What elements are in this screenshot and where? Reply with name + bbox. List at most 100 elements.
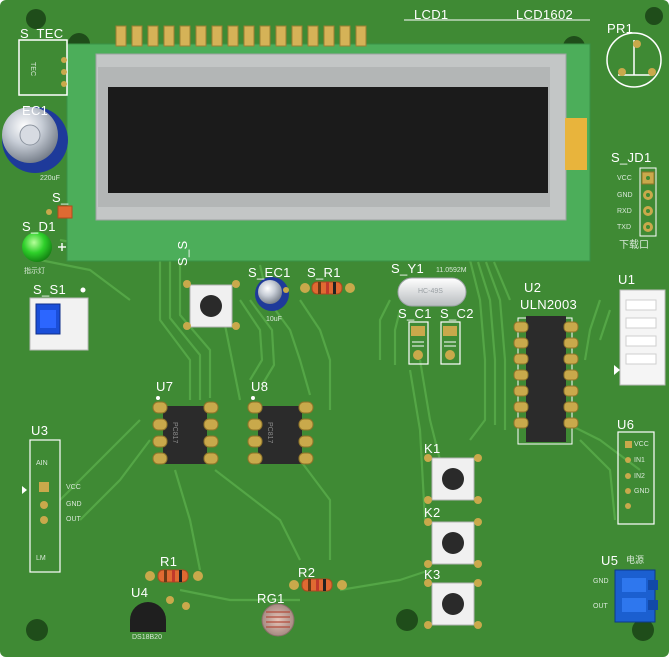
crystal-body-text: HC-49S	[418, 288, 443, 295]
label-u6: U6	[617, 417, 635, 432]
u5-caption: 电源	[626, 555, 645, 565]
u1-connector[interactable]	[614, 289, 666, 386]
label-r1: R1	[160, 554, 178, 569]
label-k1: K1	[424, 441, 441, 456]
u7-optocoupler	[152, 396, 219, 465]
label-uln2003: ULN2003	[520, 297, 578, 312]
lcd-header-pin	[227, 25, 239, 47]
s-y1-crystal	[397, 277, 467, 307]
tec-body-text: TEC	[29, 62, 36, 76]
label-lcd1: LCD1	[414, 7, 449, 22]
label-u8: U8	[251, 379, 269, 394]
label-s-tec: S_TEC	[20, 26, 64, 41]
label-u2: U2	[524, 280, 542, 295]
k1-button[interactable]	[424, 454, 482, 504]
u4-caption: DS18B20	[132, 634, 162, 641]
lcd-header-pin	[163, 25, 175, 47]
copper-traces	[39, 238, 641, 602]
u8-optocoupler	[247, 396, 314, 465]
k3-button[interactable]	[424, 579, 482, 629]
lcd-header-pin	[259, 25, 271, 47]
mounting-hole-icon	[26, 9, 46, 29]
label-k3: K3	[424, 567, 441, 582]
u6-pin-in1: IN1	[634, 457, 645, 464]
mounting-hole-icon	[632, 619, 654, 641]
u3-pin-gnd: GND	[66, 501, 82, 508]
r1-resistor	[145, 569, 203, 583]
s-jd1-header[interactable]	[639, 167, 657, 237]
label-s-ec1: S_EC1	[248, 265, 291, 280]
label-s-c1: S_C1	[398, 306, 432, 321]
label-s-jd1: S_JD1	[611, 150, 652, 165]
label-u3: U3	[31, 423, 49, 438]
s-ec1-capacitor	[255, 277, 289, 311]
k2-button[interactable]	[424, 518, 482, 568]
mounting-hole-icon	[396, 609, 418, 631]
label-u7: U7	[156, 379, 174, 394]
crystal-frequency: 11.0592M	[436, 267, 467, 274]
label-u5: U5	[601, 553, 619, 568]
lcd-header-pin	[307, 25, 319, 47]
s-tec-module	[18, 39, 68, 96]
label-s-s: S_S	[175, 240, 190, 266]
label-ec1: EC1	[22, 103, 49, 118]
pot-outline-icon	[606, 32, 662, 88]
label-pr1: PR1	[607, 21, 634, 36]
u3-bottom-text: LM	[36, 555, 46, 562]
s-c1-capacitor	[408, 321, 429, 365]
label-s-c2: S_C2	[440, 306, 474, 321]
u3-pin-vcc: VCC	[66, 484, 81, 491]
lcd-header-pin	[323, 25, 335, 47]
u5-pin-out: OUT	[593, 603, 608, 610]
lcd-header-pin	[291, 25, 303, 47]
u3-top-text: AIN	[36, 460, 48, 467]
s-s1-switch[interactable]	[29, 287, 89, 351]
label-k2: K2	[424, 505, 441, 520]
u3-pin-out: OUT	[66, 516, 81, 523]
lcd-screen	[108, 87, 548, 193]
lcd-header-pin	[195, 25, 207, 47]
label-s-r1: S_R1	[307, 265, 341, 280]
u3-module	[22, 439, 61, 573]
lcd-header-pin	[115, 25, 127, 47]
lcd-header-pin	[275, 25, 287, 47]
jd1-pin-vcc: VCC	[617, 175, 632, 182]
label-u1: U1	[618, 272, 636, 287]
lcd-backlight-tab	[565, 118, 587, 170]
s-r1-resistor	[300, 281, 355, 295]
led-note: 指示灯	[24, 268, 45, 275]
rg1-photoresistor	[261, 603, 295, 637]
label-s-y1: S_Y1	[391, 261, 425, 276]
u6-pin-gnd: GND	[634, 488, 650, 495]
jd1-caption: 下载口	[619, 240, 649, 251]
lcd-header-pin	[131, 25, 143, 47]
lcd-header-pin	[339, 25, 351, 47]
s-d1-led	[22, 205, 73, 262]
lcd-header-pin	[211, 25, 223, 47]
mounting-hole-icon	[26, 619, 48, 641]
u6-module	[617, 431, 655, 525]
jd1-pin-gnd: GND	[617, 192, 633, 199]
u7-body-text: PC817	[171, 422, 178, 444]
u5-power-connector[interactable]	[614, 569, 658, 623]
s-ec1-value: 10uF	[266, 316, 282, 323]
label-r2: R2	[298, 565, 316, 580]
lcd-header-pin	[355, 25, 367, 47]
jd1-pin-rxd: RXD	[617, 208, 632, 215]
label-u4: U4	[131, 585, 149, 600]
jd1-pin-txd: TXD	[617, 224, 631, 231]
u8-body-text: PC817	[266, 422, 273, 444]
ec1-capacitor	[2, 107, 68, 173]
r2-resistor	[289, 578, 347, 592]
lcd-header-pins	[115, 25, 367, 47]
label-rg1: RG1	[257, 591, 285, 606]
u6-pin-vcc: VCC	[634, 441, 649, 448]
s-c2-capacitor	[440, 321, 461, 365]
lcd-module	[66, 19, 591, 262]
lcd-header-pin	[147, 25, 159, 47]
s-s-button[interactable]	[183, 280, 240, 330]
ec1-value: 220uF	[40, 175, 60, 182]
pr1-potentiometer	[606, 32, 662, 88]
label-lcd-model: LCD1602	[516, 7, 574, 22]
label-s-s1: S_S1	[33, 282, 67, 297]
